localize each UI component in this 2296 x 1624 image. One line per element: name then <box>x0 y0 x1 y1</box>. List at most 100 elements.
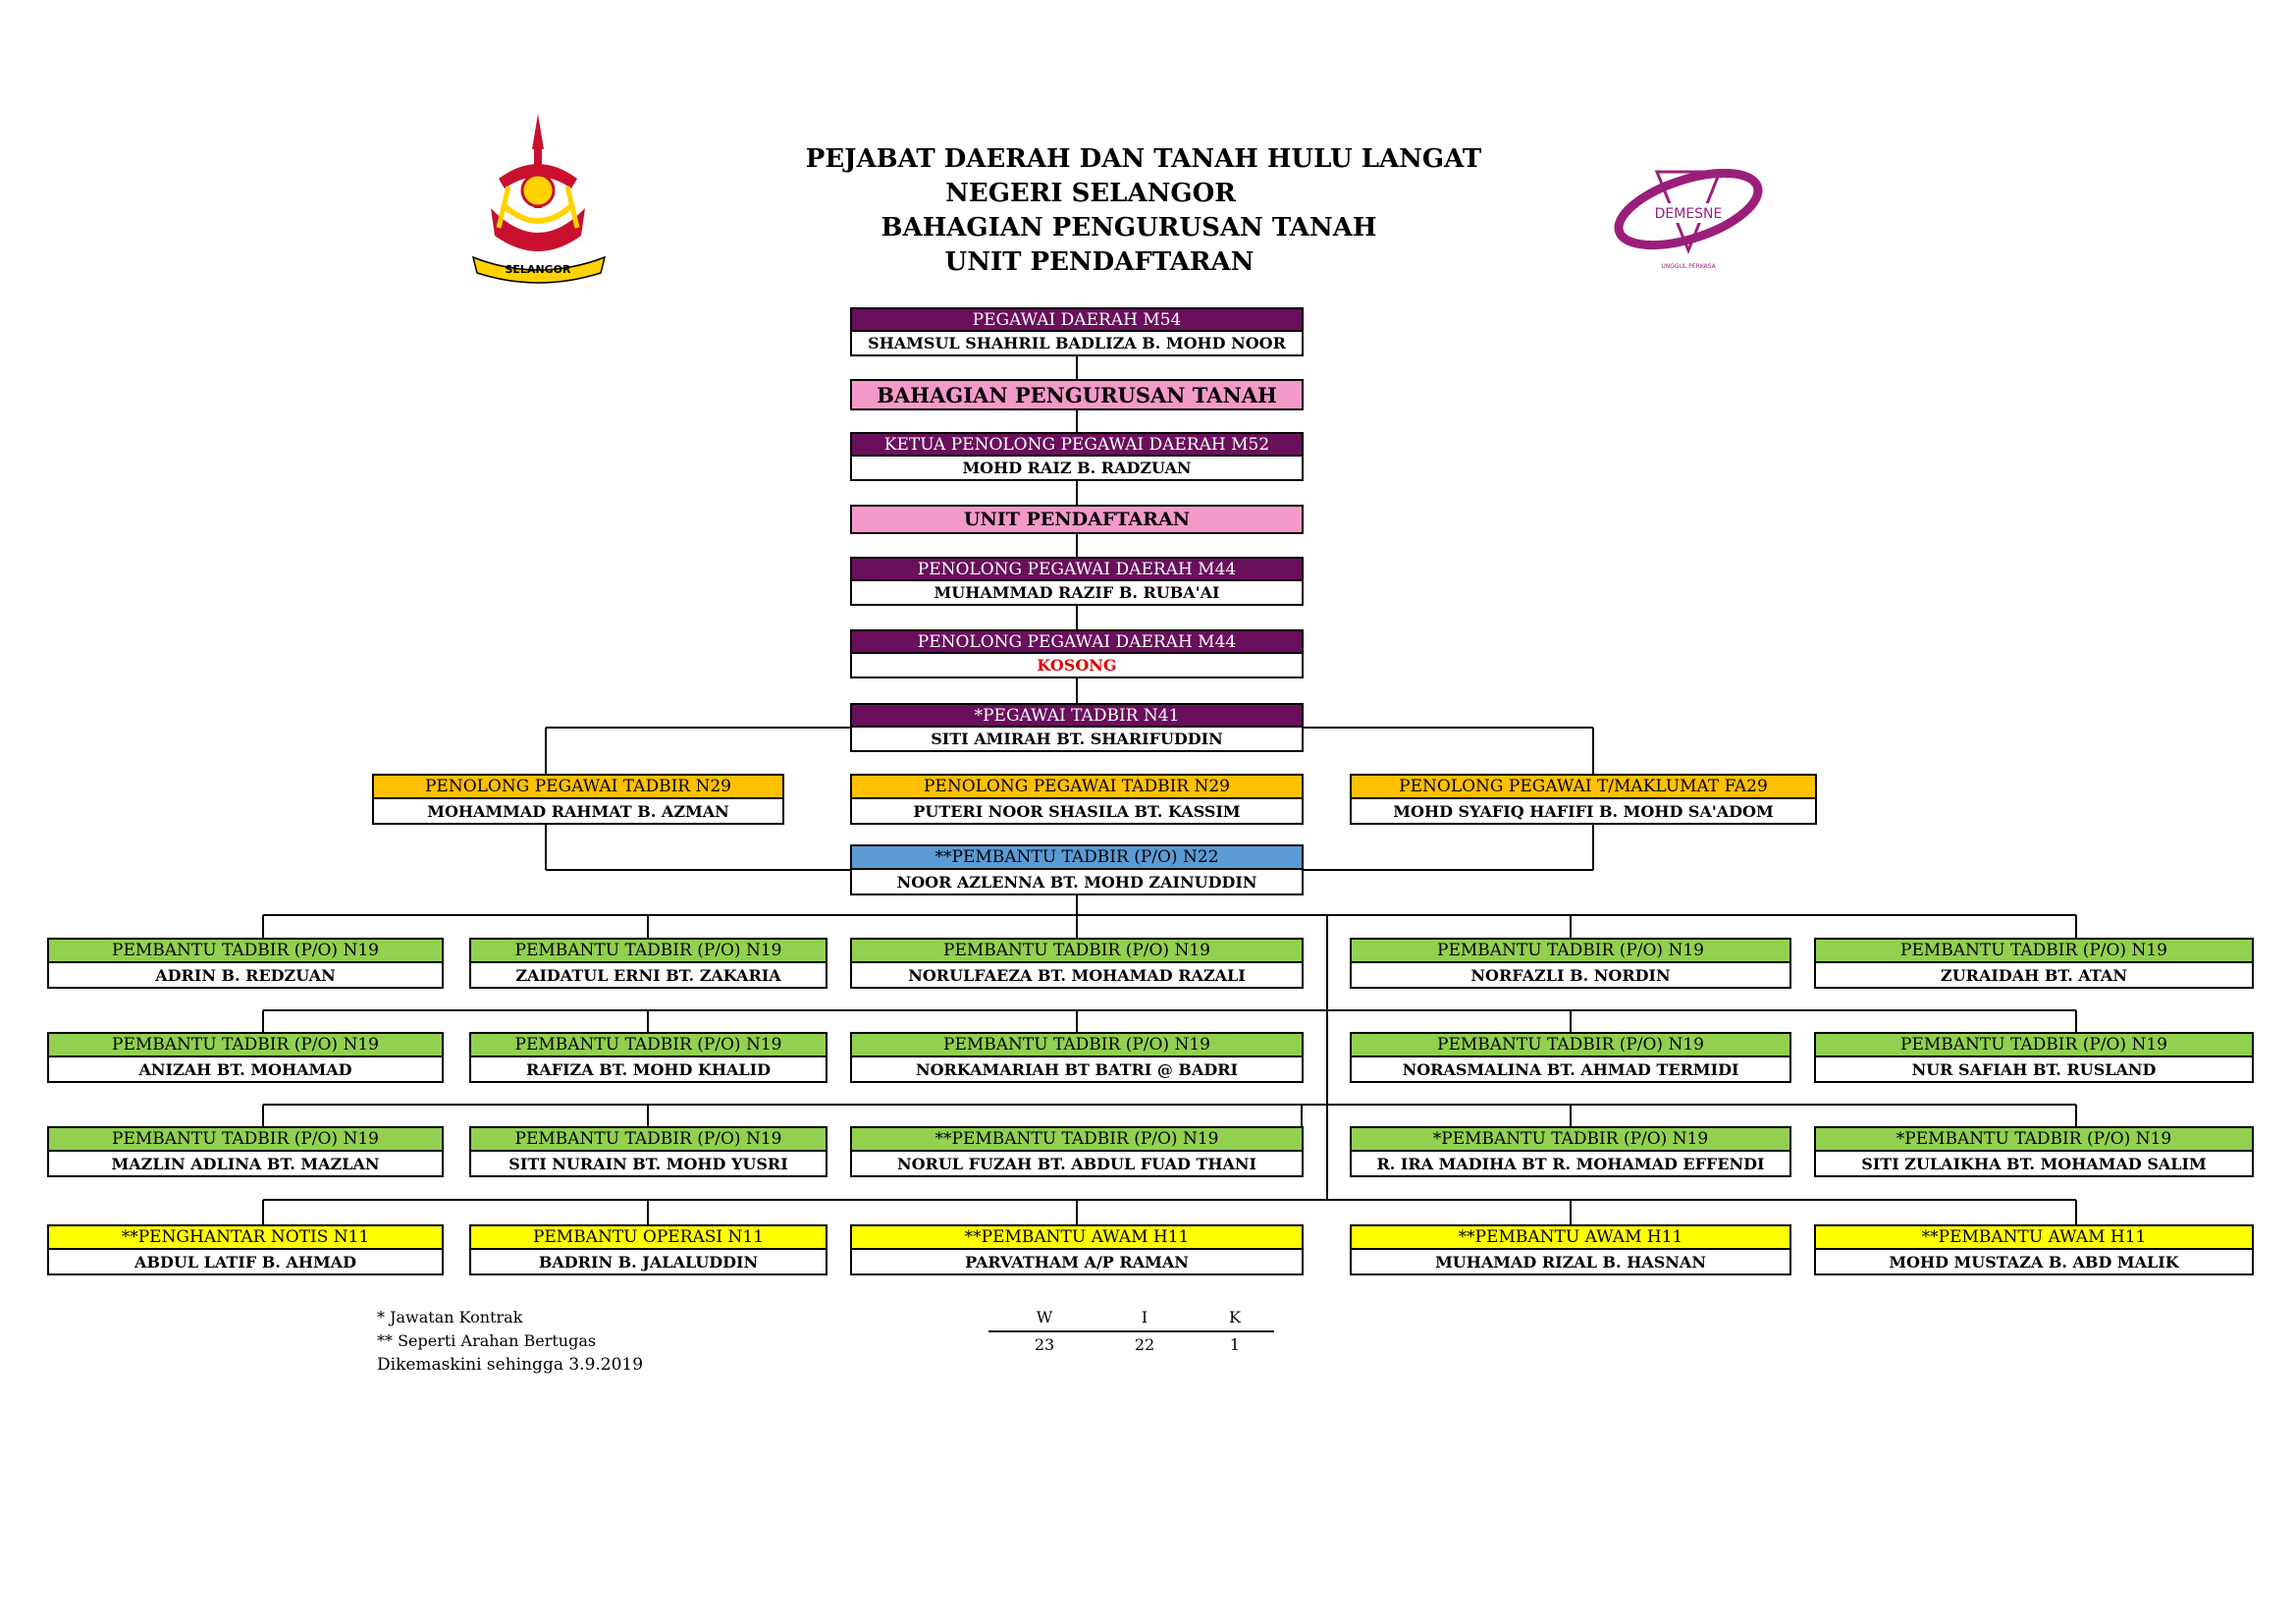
position-title: PEMBANTU TADBIR (P/O) N19 <box>852 1034 1302 1057</box>
staff-box-r4-c4: **PEMBANTU AWAM H11 MUHAMAD RIZAL B. HAS… <box>1350 1224 1791 1275</box>
staff-box-r2-c3: PEMBANTU TADBIR (P/O) N19 NORKAMARIAH BT… <box>850 1032 1304 1083</box>
person-name: NORASMALINA BT. AHMAD TERMIDI <box>1402 1059 1739 1079</box>
staff-box-r2-c5: PEMBANTU TADBIR (P/O) N19 NUR SAFIAH BT.… <box>1814 1032 2254 1083</box>
staff-box-r1-c4: PEMBANTU TADBIR (P/O) N19 NORFAZLI B. NO… <box>1350 938 1791 989</box>
position-title: PEGAWAI DAERAH M54 <box>852 309 1302 332</box>
person-name: NORKAMARIAH BT BATRI @ BADRI <box>915 1059 1239 1079</box>
selangor-crest-logo: SELANGOR <box>471 114 607 284</box>
pegawai-tadbir-n41-box: *PEGAWAI TADBIR N41 SITI AMIRAH BT. SHAR… <box>850 703 1304 752</box>
person-name: ZURAIDAH BT. ATAN <box>1941 965 2127 985</box>
penolong-pegawai-daerah-box-2: PENOLONG PEGAWAI DAERAH M44 KOSONG <box>850 629 1304 678</box>
position-title: **PEMBANTU AWAM H11 <box>852 1226 1302 1250</box>
staff-box-r4-c1: **PENGHANTAR NOTIS N11 ABDUL LATIF B. AH… <box>47 1224 444 1275</box>
position-title: PENOLONG PEGAWAI DAERAH M44 <box>852 559 1302 581</box>
position-title: PEMBANTU TADBIR (P/O) N19 <box>1816 940 2252 963</box>
staff-box-r2-c1: PEMBANTU TADBIR (P/O) N19 ANIZAH BT. MOH… <box>47 1032 444 1083</box>
staff-box-r3-c1: PEMBANTU TADBIR (P/O) N19 MAZLIN ADLINA … <box>47 1126 444 1177</box>
position-title: PENOLONG PEGAWAI DAERAH M44 <box>852 631 1302 654</box>
note-jawatan-kontrak: * Jawatan Kontrak <box>377 1308 523 1326</box>
n22-box: **PEMBANTU TADBIR (P/O) N22 NOOR AZLENNA… <box>850 844 1304 895</box>
selangor-crest-label: SELANGOR <box>505 263 571 276</box>
note-dikemaskini: Dikemaskini sehingga 3.9.2019 <box>377 1355 644 1375</box>
person-name: MOHD MUSTAZA B. ABD MALIK <box>1889 1252 2179 1272</box>
person-name: BADRIN B. JALALUDDIN <box>538 1252 759 1272</box>
person-name: SHAMSUL SHAHRIL BADLIZA B. MOHD NOOR <box>868 334 1286 352</box>
person-name: MAZLIN ADLINA BT. MAZLAN <box>111 1154 380 1173</box>
staff-box-r1-c2: PEMBANTU TADBIR (P/O) N19 ZAIDATUL ERNI … <box>469 938 828 989</box>
header-line-4: UNIT PENDAFTARAN <box>944 247 1255 277</box>
staff-box-r2-c4: PEMBANTU TADBIR (P/O) N19 NORASMALINA BT… <box>1350 1032 1791 1083</box>
person-name: NUR SAFIAH BT. RUSLAND <box>1911 1059 2157 1079</box>
demesne-logo-text: DEMESNE <box>1655 206 1723 222</box>
position-title: *PEMBANTU TADBIR (P/O) N19 <box>1352 1128 1789 1152</box>
staff-box-r1-c5: PEMBANTU TADBIR (P/O) N19 ZURAIDAH BT. A… <box>1814 938 2254 989</box>
person-name: ANIZAH BT. MOHAMAD <box>138 1059 352 1079</box>
position-title: PEMBANTU TADBIR (P/O) N19 <box>1816 1034 2252 1057</box>
person-name: SITI NURAIN BT. MOHD YUSRI <box>508 1154 788 1173</box>
demesne-logo-subtext: UNGGUL PERKASA <box>1661 263 1716 270</box>
person-name: PUTERI NOOR SHASILA BT. KASSIM <box>913 801 1241 821</box>
person-name: R. IRA MADIHA BT R. MOHAMAD EFFENDI <box>1376 1154 1765 1173</box>
position-title: *PEMBANTU TADBIR (P/O) N19 <box>1816 1128 2252 1152</box>
header-line-3: BAHAGIAN PENGURUSAN TANAH <box>881 213 1377 243</box>
staff-box-r1-c3: PEMBANTU TADBIR (P/O) N19 NORULFAEZA BT.… <box>850 938 1304 989</box>
staff-box-r1-c1: PEMBANTU TADBIR (P/O) N19 ADRIN B. REDZU… <box>47 938 444 989</box>
position-title: PENOLONG PEGAWAI TADBIR N29 <box>852 776 1302 799</box>
position-title: **PENGHANTAR NOTIS N11 <box>49 1226 442 1250</box>
penolong-pegawai-daerah-box-1: PENOLONG PEGAWAI DAERAH M44 MUHAMMAD RAZ… <box>850 557 1304 606</box>
person-name: RAFIZA BT. MOHD KHALID <box>526 1059 771 1079</box>
section-bahagian-pengurusan-tanah: BAHAGIAN PENGURUSAN TANAH <box>850 379 1304 410</box>
header-line-1: PEJABAT DAERAH DAN TANAH HULU LANGAT <box>805 144 1482 174</box>
position-title: PENOLONG PEGAWAI TADBIR N29 <box>374 776 782 799</box>
summary-value-k: 1 <box>1229 1335 1241 1354</box>
person-name: MUHAMMAD RAZIF B. RUBA'AI <box>934 583 1220 602</box>
staff-box-r3-c3: **PEMBANTU TADBIR (P/O) N19 NORUL FUZAH … <box>850 1126 1304 1177</box>
person-name: PARVATHAM A/P RAMAN <box>965 1252 1189 1272</box>
summary-header-w: W <box>1036 1308 1053 1326</box>
position-title: **PEMBANTU AWAM H11 <box>1352 1226 1789 1250</box>
summary-header-k: K <box>1229 1308 1241 1326</box>
position-title: PEMBANTU TADBIR (P/O) N19 <box>49 940 442 963</box>
person-name: ZAIDATUL ERNI BT. ZAKARIA <box>515 965 781 985</box>
staff-box-r4-c3: **PEMBANTU AWAM H11 PARVATHAM A/P RAMAN <box>850 1224 1304 1275</box>
vacant-label: KOSONG <box>1037 656 1117 675</box>
demesne-logo: DEMESNE UNGGUL PERKASA <box>1614 168 1763 270</box>
person-name: NORULFAEZA BT. MOHAMAD RAZALI <box>908 965 1246 985</box>
position-title: PEMBANTU TADBIR (P/O) N19 <box>1352 1034 1789 1057</box>
position-title: **PEMBANTU AWAM H11 <box>1816 1226 2252 1250</box>
staff-box-r3-c4: *PEMBANTU TADBIR (P/O) N19 R. IRA MADIHA… <box>1350 1126 1791 1177</box>
person-name: NORFAZLI B. NORDIN <box>1470 965 1671 985</box>
summary-value-w: 23 <box>1034 1335 1055 1354</box>
person-name: NOOR AZLENNA BT. MOHD ZAINUDDIN <box>896 872 1257 892</box>
section-unit-pendaftaran: UNIT PENDAFTARAN <box>850 505 1304 534</box>
position-title: PEMBANTU TADBIR (P/O) N19 <box>1352 940 1789 963</box>
pegawai-daerah-box: PEGAWAI DAERAH M54 SHAMSUL SHAHRIL BADLI… <box>850 307 1304 356</box>
position-title: PEMBANTU TADBIR (P/O) N19 <box>49 1128 442 1152</box>
position-title: PEMBANTU TADBIR (P/O) N19 <box>471 1034 826 1057</box>
position-title: PEMBANTU TADBIR (P/O) N19 <box>852 940 1302 963</box>
staff-box-r2-c2: PEMBANTU TADBIR (P/O) N19 RAFIZA BT. MOH… <box>469 1032 828 1083</box>
person-name: MUHAMAD RIZAL B. HASNAN <box>1435 1252 1706 1272</box>
staff-box-r4-c5: **PEMBANTU AWAM H11 MOHD MUSTAZA B. ABD … <box>1814 1224 2254 1275</box>
person-name: MOHD SYAFIQ HAFIFI B. MOHD SA'ADOM <box>1393 801 1774 821</box>
position-title: PEMBANTU TADBIR (P/O) N19 <box>471 940 826 963</box>
position-title: **PEMBANTU TADBIR (P/O) N22 <box>852 846 1302 870</box>
note-seperti-arahan: ** Seperti Arahan Bertugas <box>377 1331 597 1350</box>
summary-header-i: I <box>1141 1308 1148 1326</box>
position-title: PEMBANTU TADBIR (P/O) N19 <box>49 1034 442 1057</box>
staff-box-r3-c5: *PEMBANTU TADBIR (P/O) N19 SITI ZULAIKHA… <box>1814 1126 2254 1177</box>
position-title: *PEGAWAI TADBIR N41 <box>852 705 1302 728</box>
person-name: ADRIN B. REDZUAN <box>155 965 336 985</box>
position-title: PENOLONG PEGAWAI T/MAKLUMAT FA29 <box>1352 776 1815 799</box>
person-name: MOHAMMAD RAHMAT B. AZMAN <box>427 801 729 821</box>
position-title: **PEMBANTU TADBIR (P/O) N19 <box>852 1128 1302 1152</box>
position-title: PEMBANTU OPERASI N11 <box>471 1226 826 1250</box>
n29-box-3: PENOLONG PEGAWAI T/MAKLUMAT FA29 MOHD SY… <box>1350 774 1817 825</box>
summary-value-i: 22 <box>1134 1335 1155 1354</box>
n29-box-2: PENOLONG PEGAWAI TADBIR N29 PUTERI NOOR … <box>850 774 1304 825</box>
n29-box-1: PENOLONG PEGAWAI TADBIR N29 MOHAMMAD RAH… <box>372 774 784 825</box>
header-line-2: NEGERI SELANGOR <box>945 179 1236 208</box>
person-name: NORUL FUZAH BT. ABDUL FUAD THANI <box>896 1154 1257 1173</box>
staff-box-r4-c2: PEMBANTU OPERASI N11 BADRIN B. JALALUDDI… <box>469 1224 828 1275</box>
